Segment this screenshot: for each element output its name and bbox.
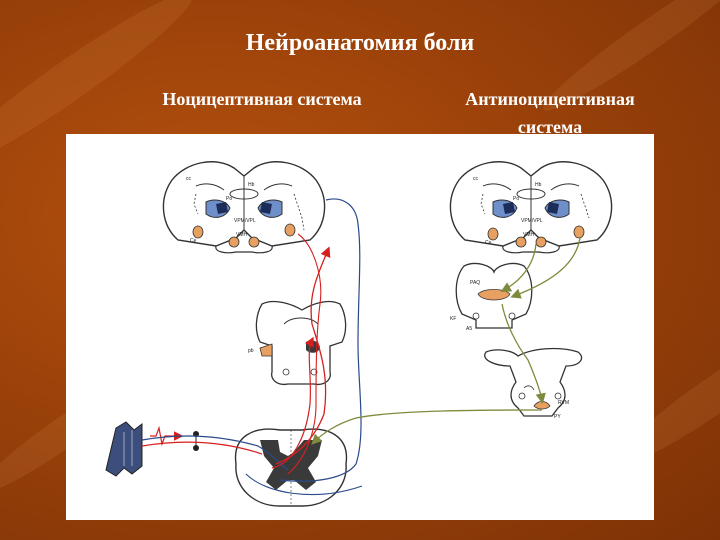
label-py: PY [554,414,561,420]
left-brain-section: cc Hb Po VPM/VPL VMH Ce [163,162,324,253]
label-rvm: RVM [558,400,569,406]
nociceptive-heading: Ноцицептивная система [112,88,412,110]
antinociceptive-pathway [314,238,580,442]
label-vpm-right: VPM/VPL [521,218,543,224]
label-ce: Ce [190,238,197,244]
slide-title: Нейроанатомия боли [0,30,720,57]
skin-receptor [106,422,142,476]
label-vpm: VPM/VPL [234,218,256,224]
label-cc-right: cc [473,176,479,182]
label-paq: PAQ [470,280,480,286]
right-brain-section: cc Hb Po VPM/VPL VMH Ce [450,162,611,253]
spinal-cord-section [236,429,347,506]
label-hb-right: Hb [535,182,542,188]
right-medulla-section: RVM PY [485,349,582,420]
label-po-right: Po [513,196,519,202]
label-a5: A5 [466,326,472,332]
label-kf: KF [450,316,456,322]
right-paq-section: PAQ KF A5 [450,264,532,332]
label-hb: Hb [248,182,255,188]
label-po: Po [226,196,232,202]
antinociceptive-heading-line1: Антиноцицептивная [410,88,690,110]
left-brainstem-section: pb [248,302,346,385]
label-vmh: VMH [236,232,248,238]
label-cc: cc [186,176,192,182]
dorsal-root-ganglion [193,431,199,451]
label-vmh-right: VMH [523,232,535,238]
label-ce-right: Ce [485,240,492,246]
pain-pathway-diagram: cc Hb Po VPM/VPL VMH Ce cc Hb Po VPM/VPL… [66,134,654,520]
label-pb: pb [248,348,254,354]
